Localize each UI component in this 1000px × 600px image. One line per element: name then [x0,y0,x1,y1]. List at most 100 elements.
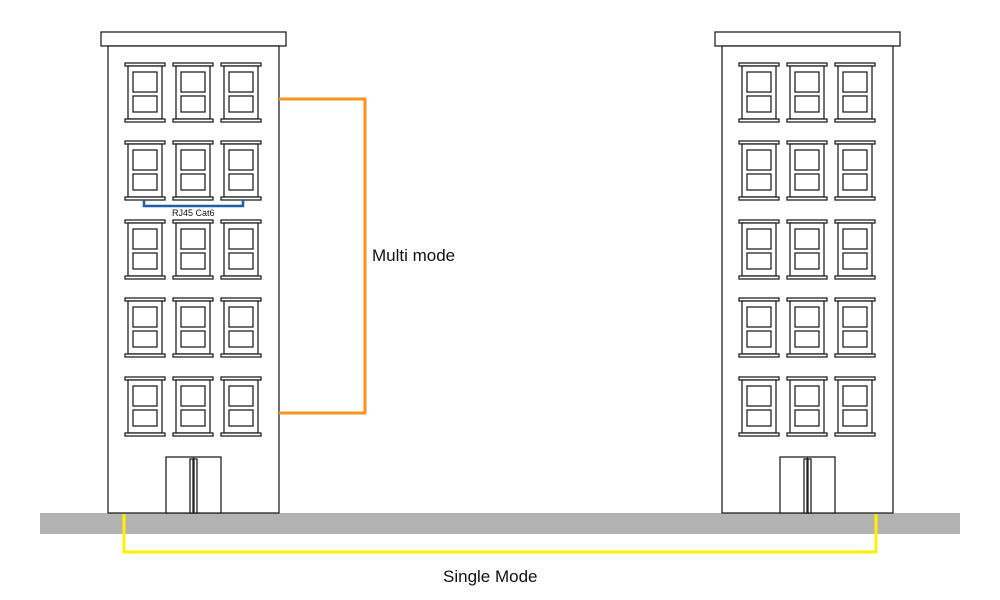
window-sill [834,353,876,358]
window-lower-pane [794,173,820,191]
window-lower-pane [132,409,158,427]
window-lower-pane [794,95,820,113]
window-sill [738,118,780,123]
multi-mode-cable [279,97,367,415]
window-upper-pane [132,71,158,93]
window-sill [220,196,262,201]
window-sill [220,275,262,280]
door-handle-left [803,458,808,514]
window-lower-pane [228,330,254,348]
window-sill [220,353,262,358]
window-lower-pane [180,409,206,427]
ground-strip [40,513,960,534]
window-lower-pane [746,95,772,113]
window-upper-pane [746,149,772,171]
window-lower-pane [180,173,206,191]
window [786,140,828,201]
window-sill [834,275,876,280]
window-lower-pane [132,95,158,113]
window-upper-pane [228,306,254,328]
door-handle-right [807,458,812,514]
window-sill [738,196,780,201]
building-right [714,31,901,514]
window-lower-pane [180,330,206,348]
window-sill [124,353,166,358]
window [220,219,262,280]
window-sill [124,275,166,280]
window-upper-pane [228,71,254,93]
window-lower-pane [228,252,254,270]
window [220,376,262,437]
window-upper-pane [842,149,868,171]
window [738,376,780,437]
window [220,62,262,123]
window-lower-pane [794,330,820,348]
window [786,219,828,280]
window-upper-pane [842,306,868,328]
window [834,219,876,280]
window-sill [738,432,780,437]
window-upper-pane [180,385,206,407]
window [124,297,166,358]
window-lower-pane [842,173,868,191]
window [786,376,828,437]
window-sill [786,118,828,123]
window [172,140,214,201]
window-sill [834,118,876,123]
window-sill [220,432,262,437]
window-sill [124,432,166,437]
window-sill [172,275,214,280]
window [738,62,780,123]
window-upper-pane [746,71,772,93]
window-upper-pane [794,385,820,407]
window-upper-pane [842,228,868,250]
window-sill [124,196,166,201]
window-lower-pane [842,252,868,270]
window [738,219,780,280]
roof-cap [100,31,287,47]
window-upper-pane [228,385,254,407]
window-sill [738,353,780,358]
window-upper-pane [132,385,158,407]
window-sill [172,353,214,358]
window-lower-pane [746,252,772,270]
single-mode-label: Single Mode [443,567,538,586]
window-lower-pane [842,330,868,348]
rj45-label: RJ45 Cat6 [172,208,215,218]
window [220,297,262,358]
window-lower-pane [180,252,206,270]
window-sill [786,196,828,201]
window-lower-pane [746,409,772,427]
window-lower-pane [746,173,772,191]
window-upper-pane [746,385,772,407]
window-upper-pane [180,228,206,250]
window-upper-pane [228,228,254,250]
window [786,62,828,123]
window-sill [124,118,166,123]
window-lower-pane [228,173,254,191]
window-lower-pane [794,252,820,270]
window-sill [786,353,828,358]
window-upper-pane [180,306,206,328]
door-handle-right [193,458,198,514]
window-lower-pane [132,252,158,270]
window-upper-pane [842,71,868,93]
window [172,297,214,358]
window-lower-pane [180,95,206,113]
window-sill [220,118,262,123]
window-upper-pane [132,306,158,328]
window-sill [172,196,214,201]
window-lower-pane [746,330,772,348]
window [124,219,166,280]
window-upper-pane [794,71,820,93]
window-upper-pane [794,149,820,171]
window [172,219,214,280]
rj45-cable [142,200,245,208]
window-lower-pane [132,330,158,348]
window-upper-pane [180,149,206,171]
window-sill [786,432,828,437]
roof-cap [714,31,901,47]
window [124,62,166,123]
window-lower-pane [842,409,868,427]
window-lower-pane [132,173,158,191]
